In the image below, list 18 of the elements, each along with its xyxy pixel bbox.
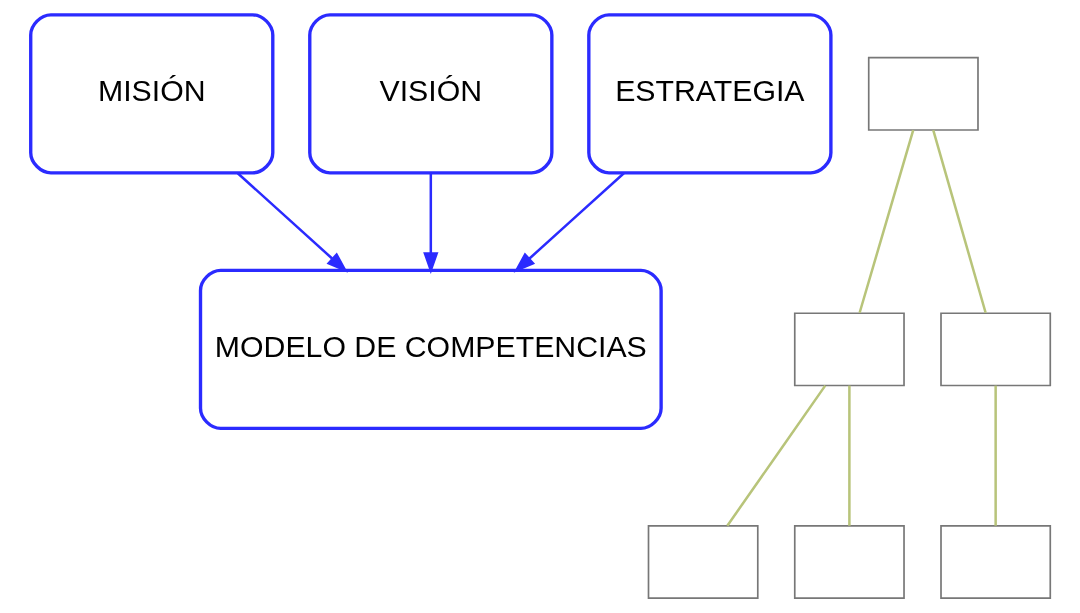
node-box <box>939 525 1051 599</box>
node-box <box>647 525 759 599</box>
node-box <box>793 312 905 387</box>
node-box: MODELO DE COMPETENCIAS <box>198 268 663 431</box>
node-box: MISIÓN <box>28 13 274 175</box>
connector <box>993 385 997 526</box>
connector <box>847 385 851 526</box>
connector <box>857 129 914 314</box>
node-box <box>939 312 1051 387</box>
connector <box>931 129 987 314</box>
arrow <box>513 172 625 273</box>
arrow <box>422 173 438 275</box>
node-box: ESTRATEGIA <box>586 13 833 175</box>
node-box <box>793 525 905 599</box>
node-box: VISIÓN <box>307 13 554 175</box>
arrow <box>236 172 348 273</box>
connector <box>725 384 826 527</box>
node-box <box>867 56 979 131</box>
